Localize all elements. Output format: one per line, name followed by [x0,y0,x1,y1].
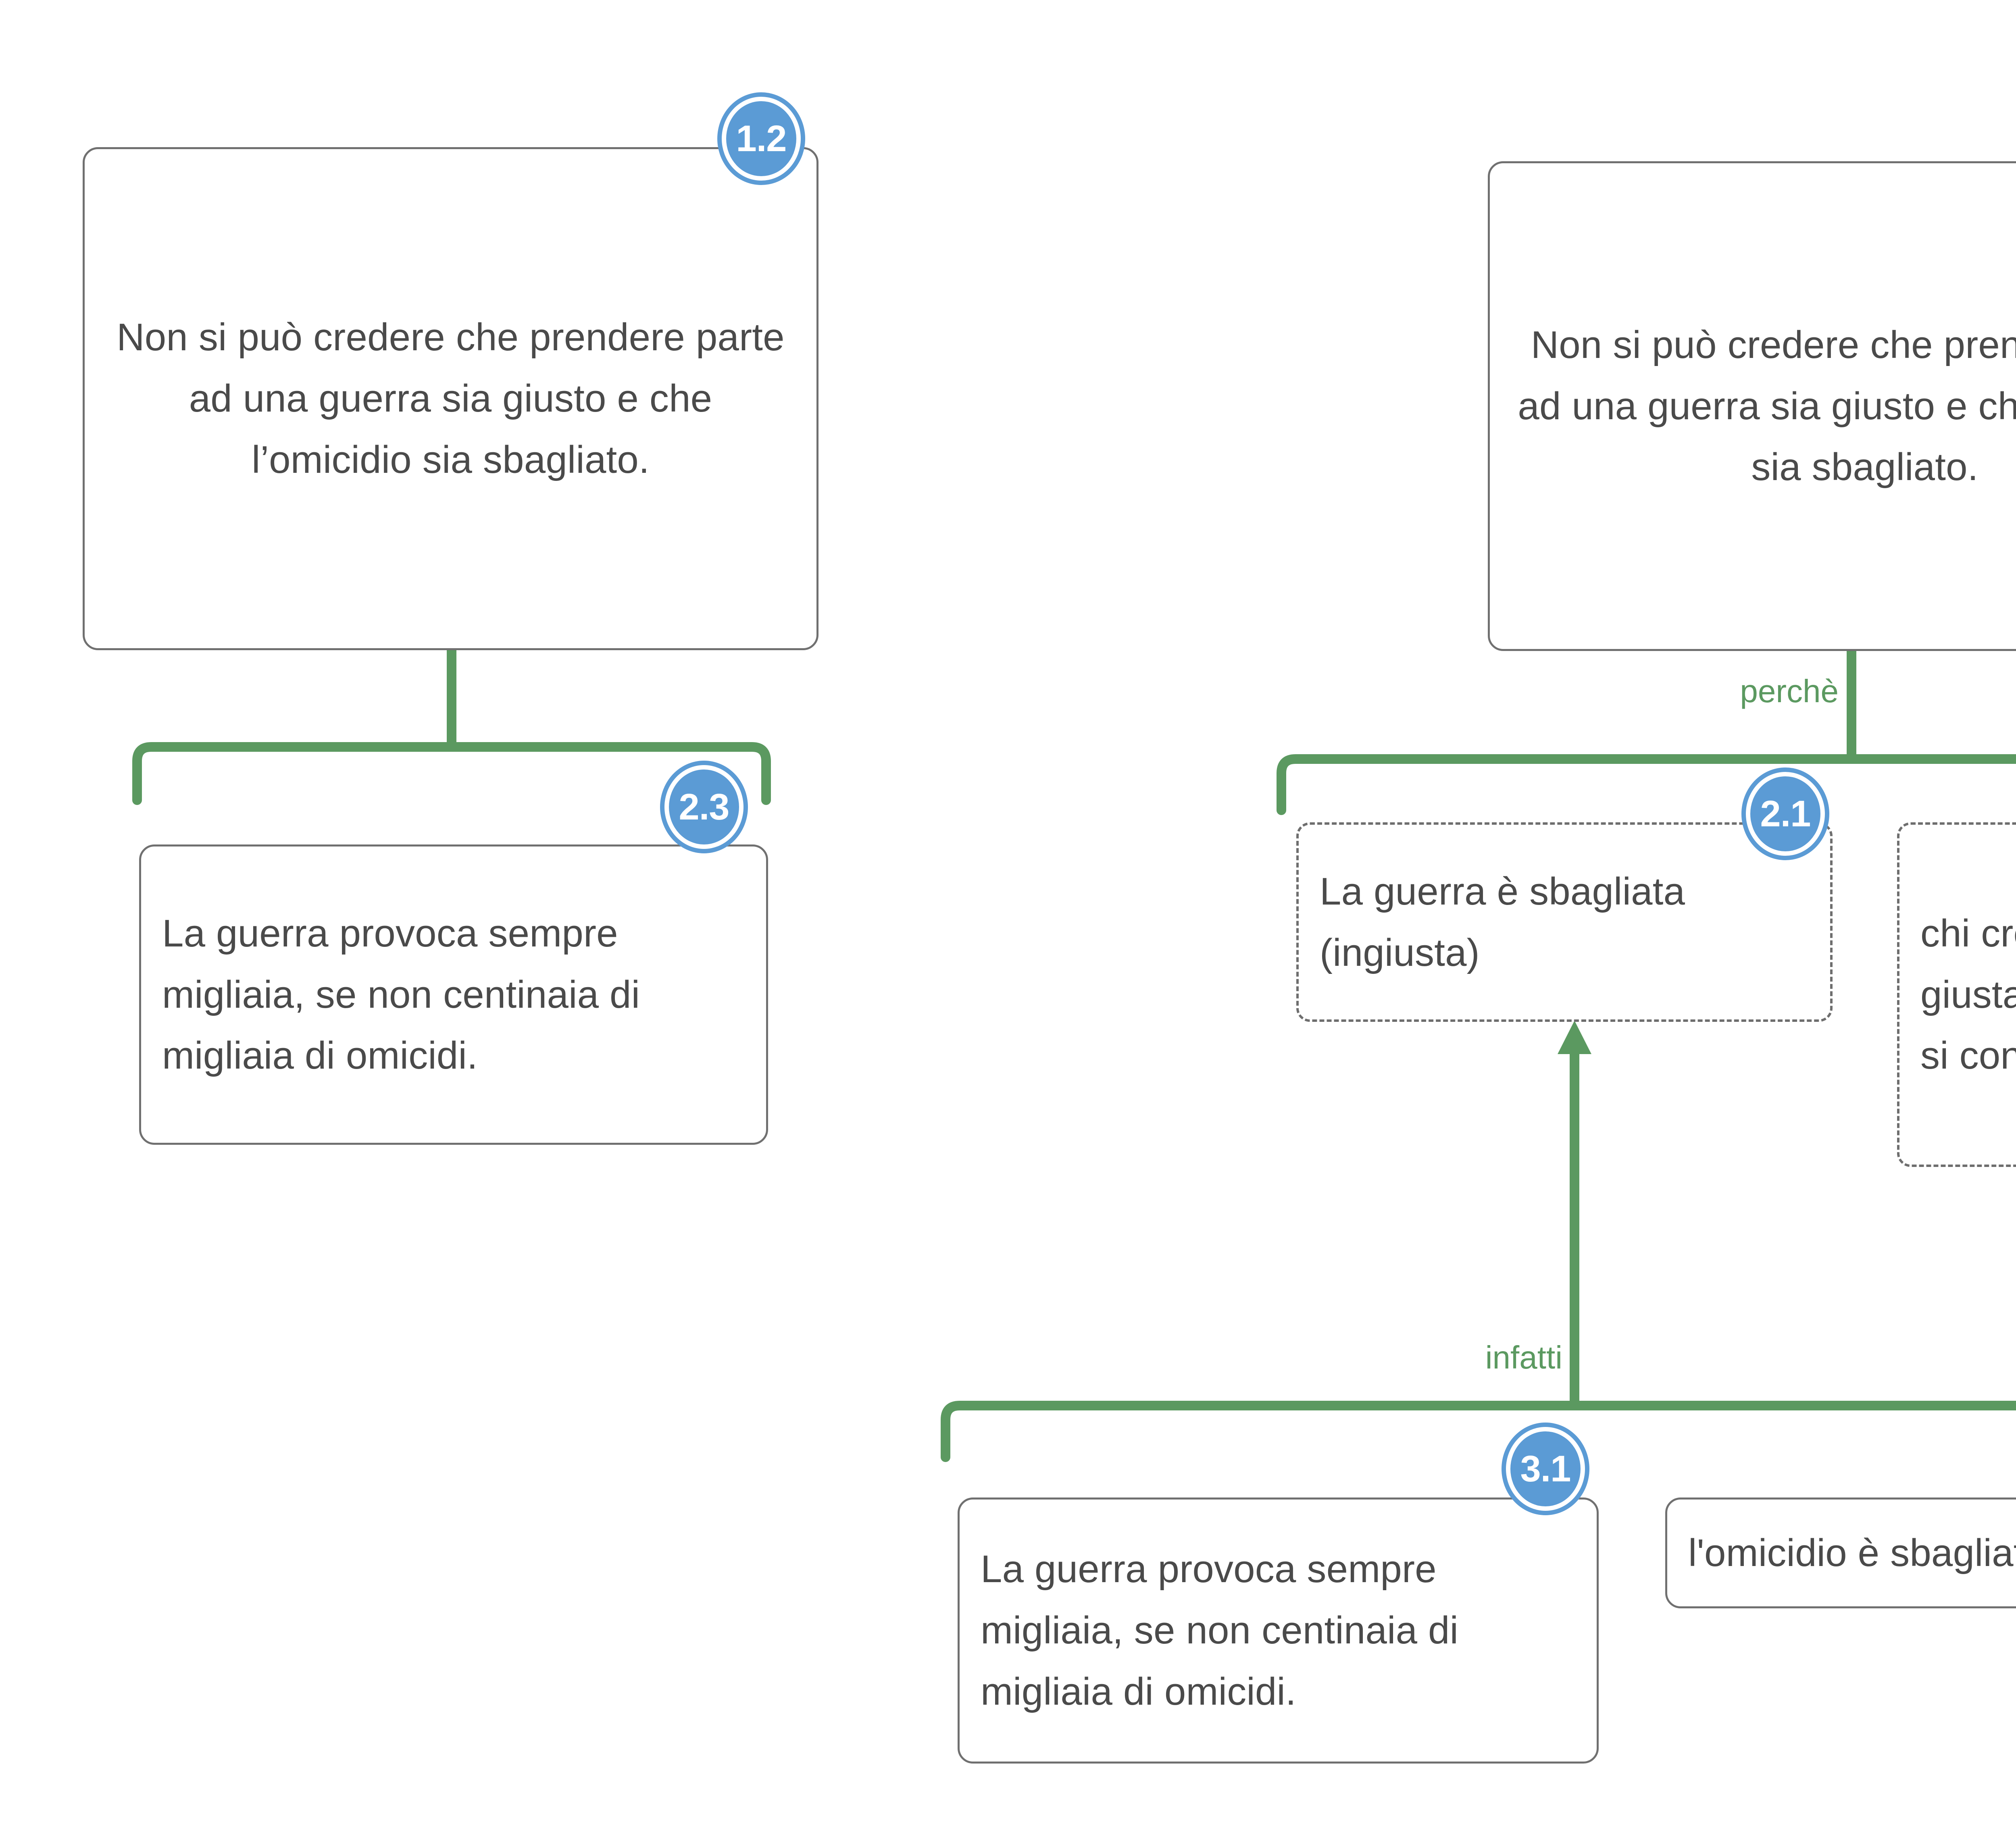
edge-label-infatti: infatti [1485,1339,1562,1375]
node-text-3-1: La guerra provoca sempre migliaia, se no… [981,1547,1459,1713]
node-box-3-2[interactable]: l'omicidio è sbagliato [1665,1497,2016,1608]
bracket-group-21-22 [1277,754,2016,815]
node-badge-1-2[interactable]: 1.2 [722,97,801,181]
node-box-1-1[interactable]: Non si può credere che prendere parte ad… [1488,161,2016,651]
node-text-3-2: l'omicidio è sbagliato [1688,1531,2016,1574]
node-box-3-1[interactable]: La guerra provoca sempre migliaia, se no… [958,1497,1599,1764]
node-box-2-1[interactable]: La guerra è sbagliata (ingiusta) [1296,822,1833,1022]
node-text-1-1: Non si può credere che prendere parte ad… [1518,323,2016,489]
arrowhead-up-to-21 [1558,1021,1591,1054]
node-text-1-2: Non si può credere che prendere parte ad… [117,316,785,481]
node-text-2-1: La guerra è sbagliata (ingiusta) [1320,869,1685,974]
node-box-2-2[interactable]: chi crede che la guerra è giusta e l'omi… [1897,822,2016,1167]
node-box-2-3[interactable]: La guerra provoca sempre migliaia, se no… [139,844,768,1145]
node-badge-2-3[interactable]: 2.3 [664,765,744,849]
node-text-2-3: La guerra provoca sempre migliaia, se no… [162,911,640,1077]
edge-label-perche: perchè [1740,673,1839,709]
node-badge-2-1[interactable]: 2.1 [1746,772,1825,856]
bracket-group-23 [132,742,771,805]
bracket-group-31-32 [941,1401,2016,1462]
node-box-1-2[interactable]: Non si può credere che prendere parte ad… [83,147,818,650]
node-text-2-2: chi crede che la guerra è giusta e l'omi… [1920,911,2016,1077]
node-badge-3-1[interactable]: 3.1 [1506,1427,1585,1511]
